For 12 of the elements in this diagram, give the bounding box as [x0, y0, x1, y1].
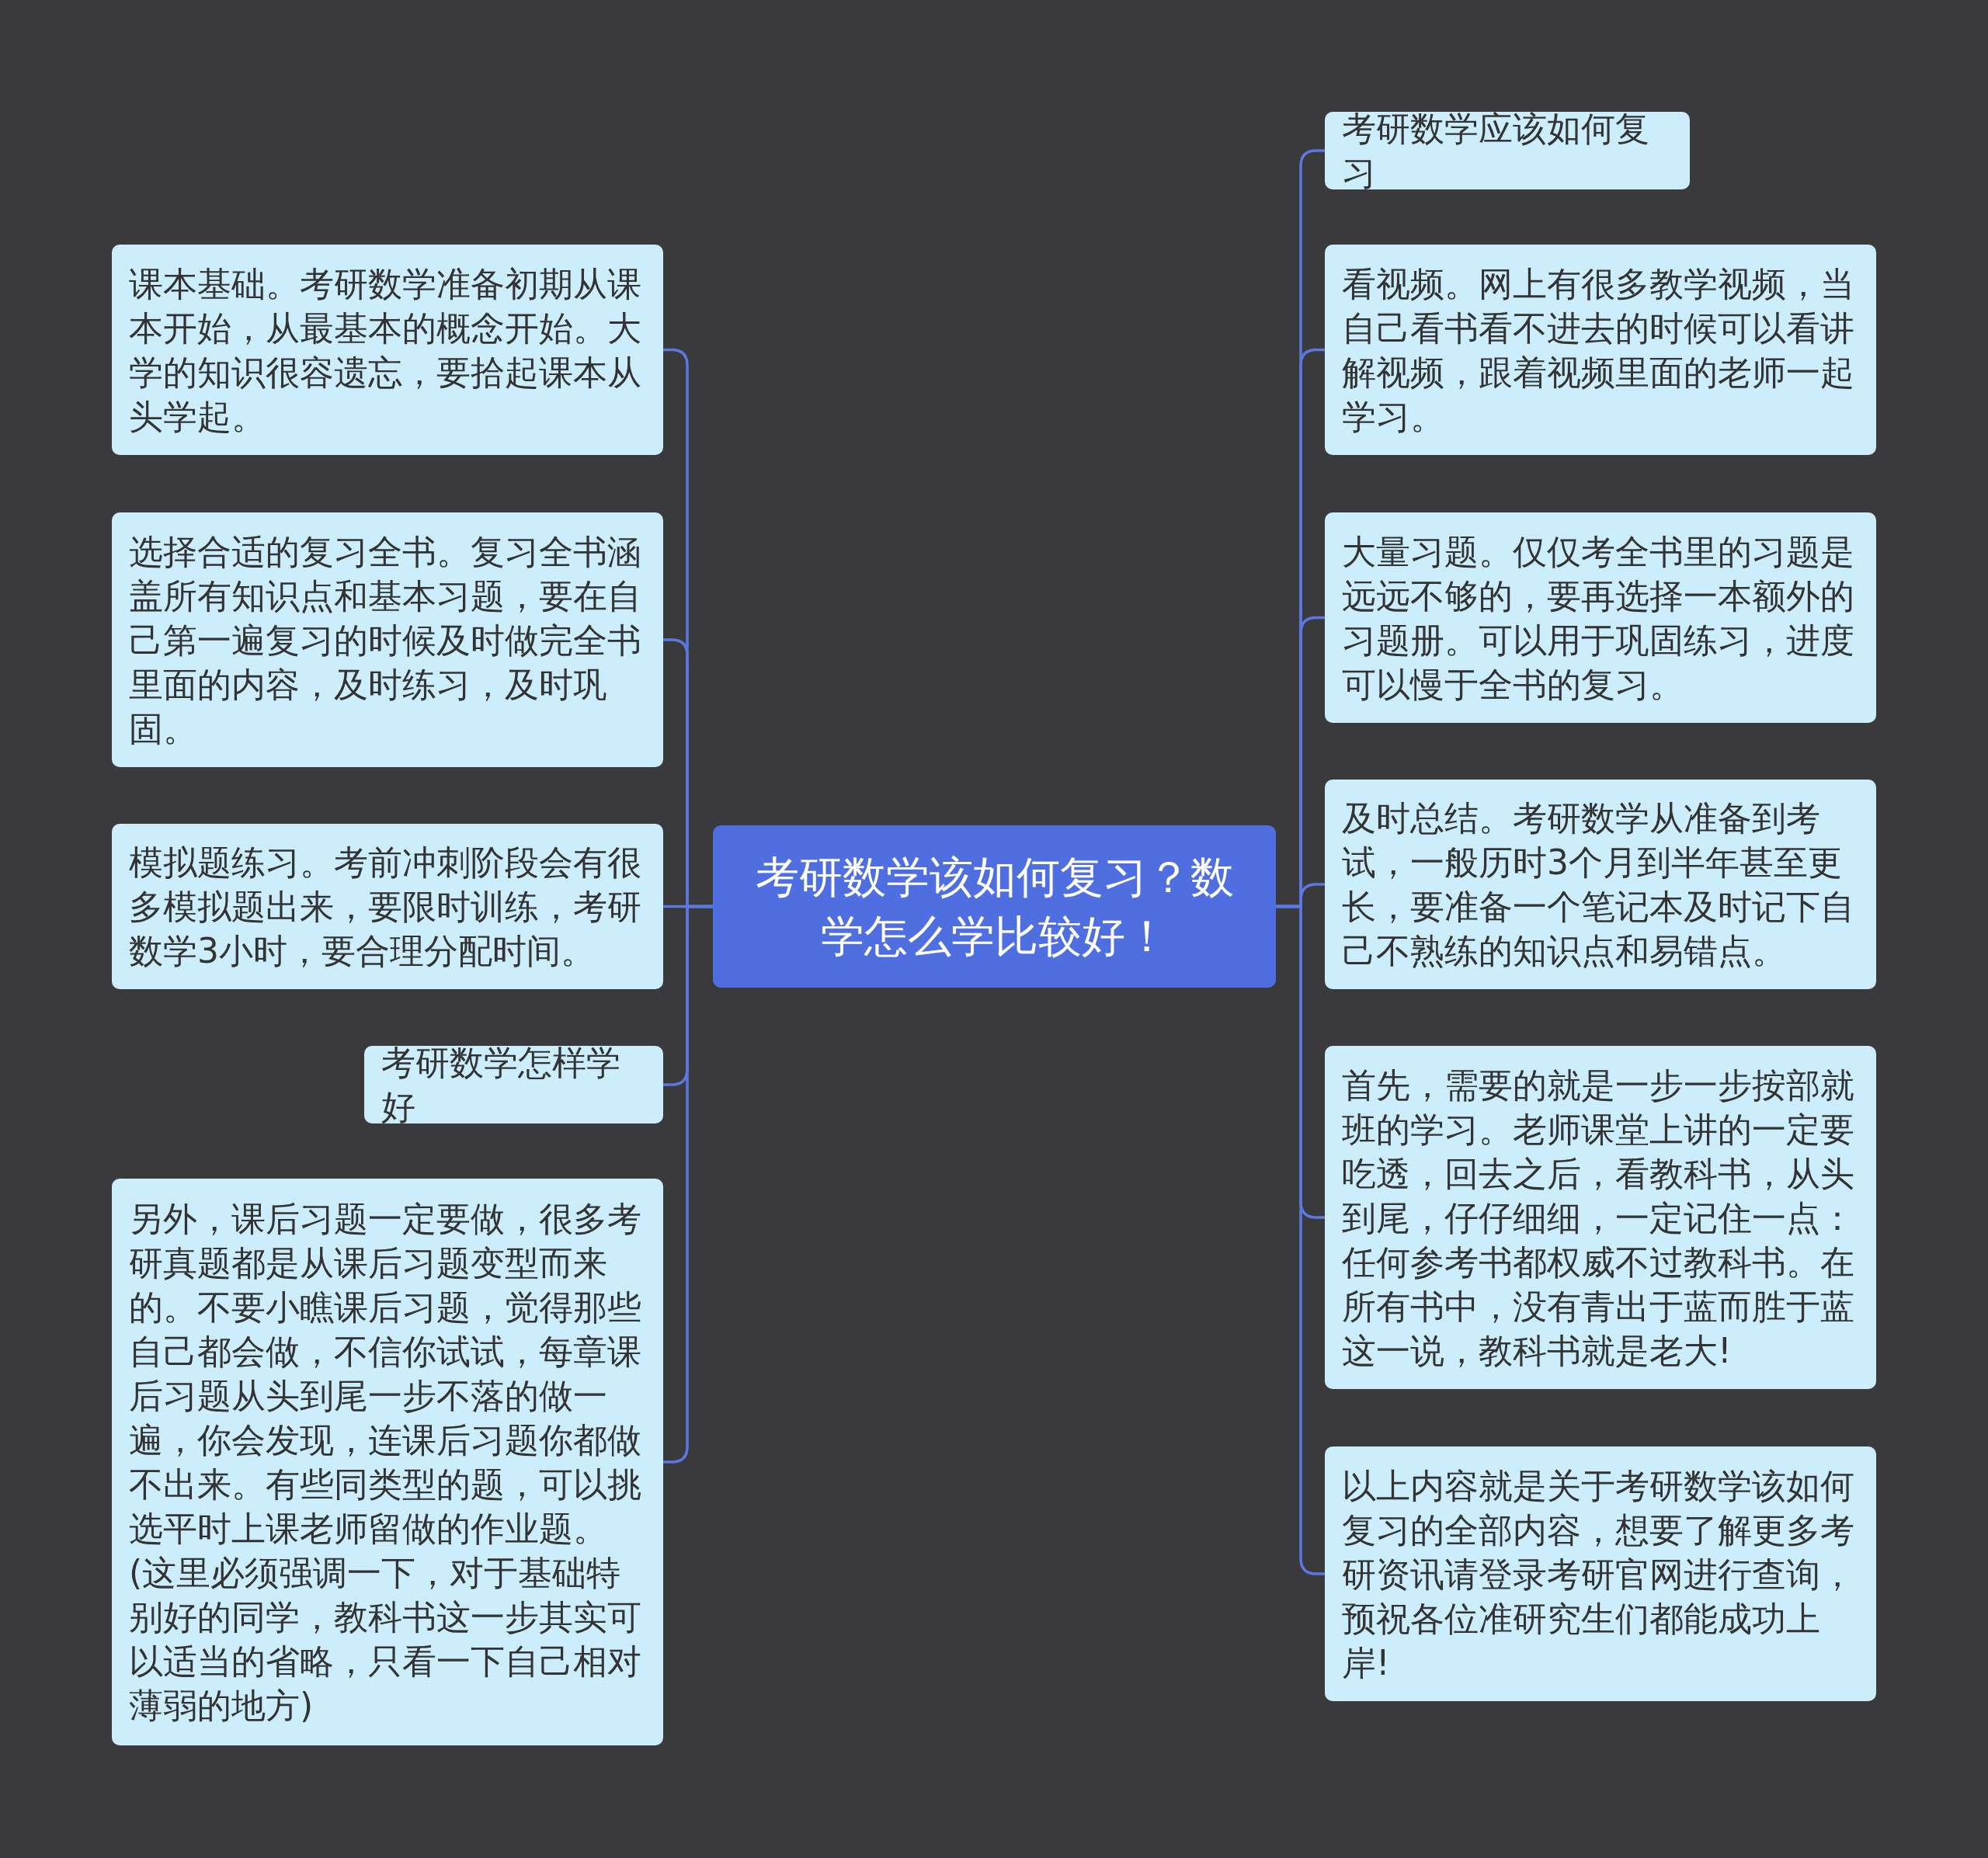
topic-box: 考研数学应该如何复习: [1325, 112, 1690, 189]
central-topic-box: 考研数学该如何复习？数学怎么学比较好！: [713, 825, 1276, 988]
topic-box: 考研数学怎样学好: [364, 1046, 663, 1123]
topic-box: 课本基础。考研数学准备初期从课本开始，从最基本的概念开始。大学的知识很容遗忘，要拾起课本从头学起。: [112, 245, 663, 455]
topic-box: 另外，课后习题一定要做，很多考研真题都是从课后习题变型而来的。不要小瞧课后习题，觉得那些自己都会做，不信你试试，每章课后习题从头到尾一步不落的做一遍，你会发现，连课后习题你都做不出来。有些同类型的题，可以挑选平时上课老师留做的作业题。(这里必须强调一下，对于基础特别好的同学，教科书这一步其实可以适当的省略，只看一下自己相对薄弱的地方): [112, 1179, 663, 1745]
topic-box: 及时总结。考研数学从准备到考试，一般历时3个月到半年甚至更长，要准备一个笔记本及时记下自己不熟练的知识点和易错点。: [1325, 780, 1876, 989]
topic-box: 大量习题。仅仅考全书里的习题是远远不够的，要再选择一本额外的习题册。可以用于巩固练习，进度可以慢于全书的复习。: [1325, 512, 1876, 723]
topic-box: 看视频。网上有很多教学视频，当自己看书看不进去的时候可以看讲解视频，跟着视频里面的老师一起学习。: [1325, 245, 1876, 455]
topic-box: 首先，需要的就是一步一步按部就班的学习。老师课堂上讲的一定要吃透，回去之后，看教科书，从头到尾，仔仔细细，一定记住一点：任何参考书都权威不过教科书。在所有书中，没有青出于蓝而胜于蓝这一说，教科书就是老大!: [1325, 1046, 1876, 1389]
topic-box: 选择合适的复习全书。复习全书涵盖所有知识点和基本习题，要在自己第一遍复习的时候及时做完全书里面的内容，及时练习，及时巩固。: [112, 512, 663, 767]
topic-box: 以上内容就是关于考研数学该如何复习的全部内容，想要了解更多考研资讯请登录考研官网进行查询，预祝各位准研究生们都能成功上岸!: [1325, 1446, 1876, 1701]
topic-box: 模拟题练习。考前冲刺阶段会有很多模拟题出来，要限时训练，考研数学3小时，要合理分配时间。: [112, 824, 663, 989]
